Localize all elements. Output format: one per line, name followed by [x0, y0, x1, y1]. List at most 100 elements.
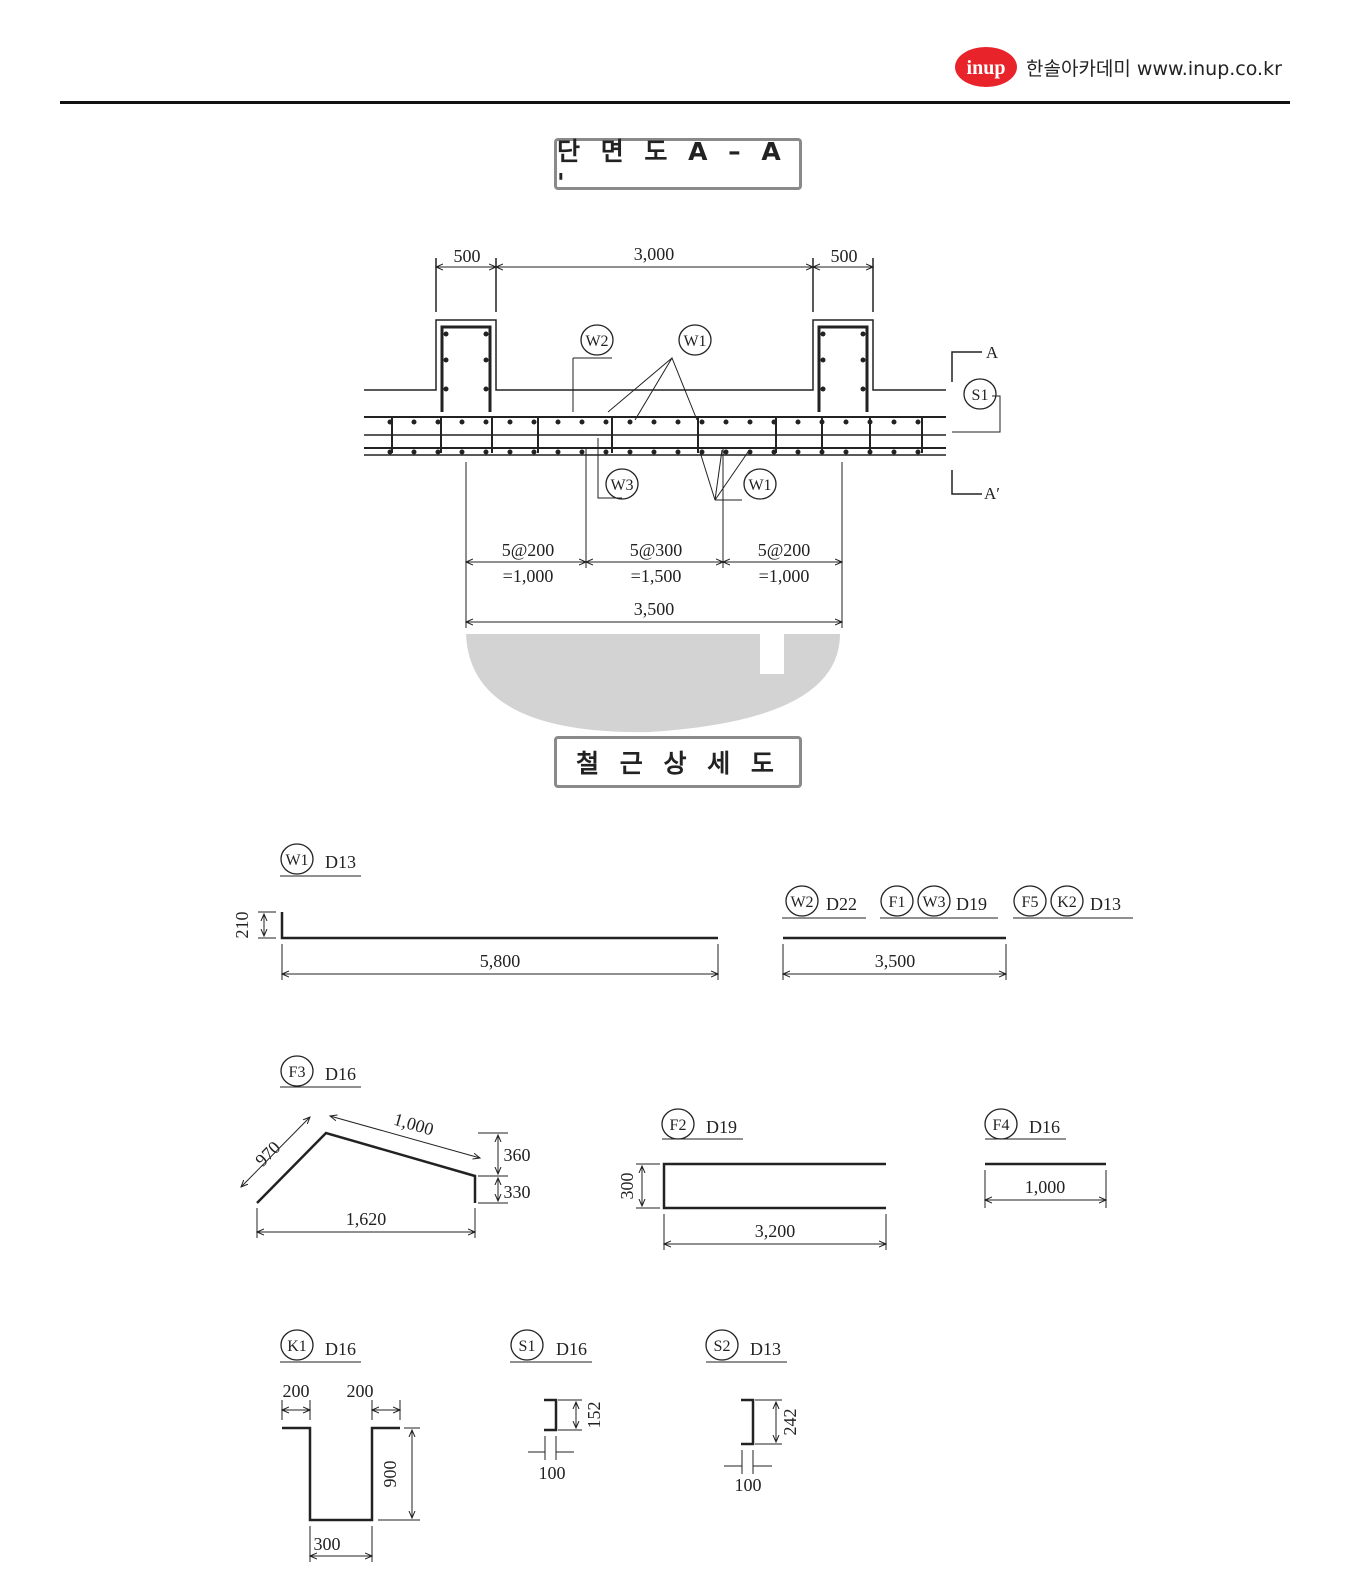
column-bar — [443, 357, 449, 363]
detail-tag-f2: F2 — [670, 1117, 687, 1134]
rebar-dot-bottom — [483, 449, 489, 455]
rebar-dot-top — [795, 419, 801, 425]
column-bar — [483, 386, 489, 392]
bubble-f5 — [1013, 885, 1047, 917]
rebar-dot-bottom — [843, 449, 849, 455]
size-s2: D13 — [750, 1339, 781, 1359]
column-bar — [860, 386, 866, 392]
tag-w1-top: W1 — [683, 333, 706, 350]
section-mark-a: A — [986, 343, 999, 362]
detail-tag-s2: S2 — [714, 1338, 731, 1355]
detail-title: 철 근 상 세 도 — [554, 736, 802, 788]
dim-k1-200-left: 200 — [283, 1381, 310, 1401]
size-f5-k2: D13 — [1090, 894, 1121, 914]
tag-w1-bottom: W1 — [748, 477, 771, 494]
bubble-f3 — [280, 1055, 314, 1087]
rebar-dot-bottom — [651, 449, 657, 455]
rebar-dot-bottom — [675, 449, 681, 455]
column-bar — [483, 357, 489, 363]
bubble-k1 — [280, 1329, 314, 1361]
dim-k1-200-right: 200 — [347, 1381, 374, 1401]
spacing-3-line1: 5@200 — [758, 540, 811, 560]
detail-tag-f1: F1 — [889, 894, 906, 911]
rebar-dot-top — [579, 419, 585, 425]
detail-tag-k1: K1 — [287, 1338, 307, 1355]
dim-f4-1000: 1,000 — [1025, 1177, 1066, 1197]
rebar-dot-top — [651, 419, 657, 425]
spacing-2-line2: =1,500 — [631, 566, 682, 586]
rebar-dot-bottom — [555, 449, 561, 455]
rebar-dot-bottom — [915, 449, 921, 455]
bubble-s2 — [705, 1329, 739, 1361]
rebar-dot-bottom — [531, 449, 537, 455]
inup-logo: inup — [955, 47, 1017, 87]
tag-bubble-w2 — [580, 324, 614, 356]
tag-s1: S1 — [972, 387, 989, 404]
spacing-3-line2: =1,000 — [759, 566, 810, 586]
tag-bubble-w3 — [605, 468, 639, 500]
dim-w1-hook: 210 — [232, 912, 252, 939]
rebar-dot-bottom — [435, 449, 441, 455]
dim-f3-970: 970 — [251, 1137, 284, 1170]
bubble-s1 — [510, 1329, 544, 1361]
bubble-f2 — [661, 1108, 695, 1140]
column-bar — [820, 386, 826, 392]
rebar-dot-bottom — [579, 449, 585, 455]
bubble-k2 — [1050, 885, 1084, 917]
detail-tag-s1: S1 — [519, 1338, 536, 1355]
column-bar — [443, 331, 449, 337]
detail-tag-f4: F4 — [993, 1117, 1010, 1134]
rebar-dot-bottom — [507, 449, 513, 455]
column-bar — [860, 331, 866, 337]
tag-bubble-w1a — [678, 324, 712, 356]
tag-w3: W3 — [610, 477, 633, 494]
tag-bubble-w1b — [743, 468, 777, 500]
watermark — [466, 634, 840, 733]
size-w1: D13 — [325, 852, 356, 872]
rebar-dot-top — [435, 419, 441, 425]
dim-s2-242: 242 — [780, 1409, 800, 1436]
rebar-dot-top — [411, 419, 417, 425]
rebar-dot-bottom — [603, 449, 609, 455]
bar-w1 — [280, 912, 718, 940]
rebar-dot-top — [747, 419, 753, 425]
spacing-1-line2: =1,000 — [503, 566, 554, 586]
dim-f2-3200: 3,200 — [755, 1221, 796, 1241]
rebar-dot-top — [627, 419, 633, 425]
detail-tag-w3: W3 — [922, 894, 945, 911]
size-s1: D16 — [556, 1339, 587, 1359]
dim-w1-length: 5,800 — [480, 951, 521, 971]
tag-bubble-s1 — [963, 378, 997, 410]
dim-f3-360: 360 — [504, 1145, 531, 1165]
dim-f2-300: 300 — [617, 1173, 637, 1200]
rebar-dot-top — [531, 419, 537, 425]
dim-total-3500: 3,500 — [634, 599, 675, 619]
bubble-f4 — [984, 1108, 1018, 1140]
bar-s2 — [741, 1398, 755, 1446]
bar-f2 — [662, 1162, 886, 1210]
rebar-dot-top — [555, 419, 561, 425]
bubble-w2 — [785, 885, 819, 917]
section-labels: 500 3,000 500 A A′ 5@200 =1,000 5@300 =1… — [454, 244, 1001, 619]
dim-s2-100: 100 — [735, 1475, 762, 1495]
dim-s1-152: 152 — [584, 1402, 604, 1429]
brand-text: 한솔아카데미 www.inup.co.kr — [1026, 58, 1282, 80]
size-k1: D16 — [325, 1339, 356, 1359]
dim-k1-900: 900 — [380, 1461, 400, 1488]
rebar-dot-bottom — [411, 449, 417, 455]
bubble-w1 — [280, 843, 314, 875]
logo-text: inup — [967, 57, 1006, 79]
rebar-dots — [387, 331, 923, 455]
column-bar — [860, 357, 866, 363]
size-f3: D16 — [325, 1064, 356, 1084]
size-w2: D22 — [826, 894, 857, 914]
spacing-2-line1: 5@300 — [630, 540, 683, 560]
bubble-f1 — [880, 885, 914, 917]
rebar-dot-top — [843, 419, 849, 425]
detail-tag-w2: W2 — [790, 894, 813, 911]
rebar-dot-bottom — [459, 449, 465, 455]
section-tags — [580, 324, 997, 500]
rebar-dot-bottom — [699, 449, 705, 455]
dim-f3-330: 330 — [504, 1182, 531, 1202]
